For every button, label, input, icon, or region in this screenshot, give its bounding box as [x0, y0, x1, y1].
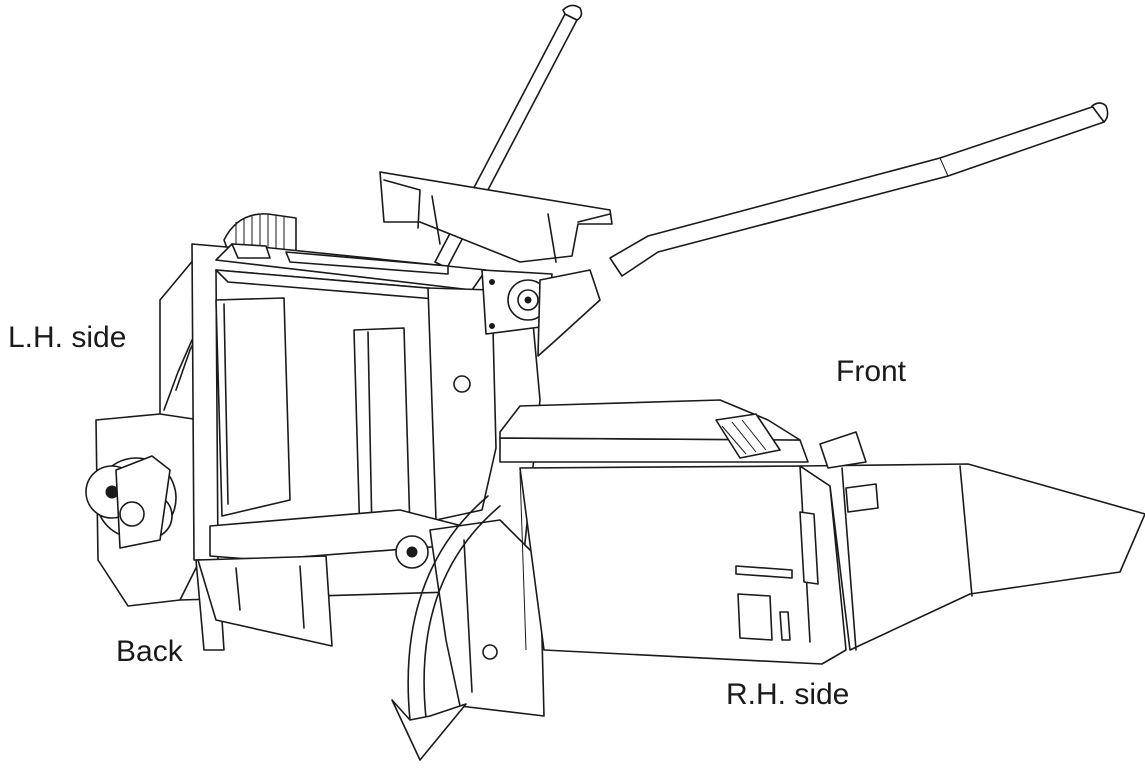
main-frame — [119, 243, 545, 717]
bearing-block — [481, 269, 601, 357]
swing-direction-arrow — [391, 495, 501, 761]
right-handle — [609, 102, 1109, 277]
rh-side-label: R.H. side — [726, 678, 850, 711]
lh-side-label: L.H. side — [8, 321, 127, 354]
front-chute — [715, 413, 1145, 651]
rh-housing — [499, 399, 847, 665]
top-tray — [379, 171, 613, 263]
front-label: Front — [836, 355, 907, 388]
back-label: Back — [116, 635, 183, 668]
